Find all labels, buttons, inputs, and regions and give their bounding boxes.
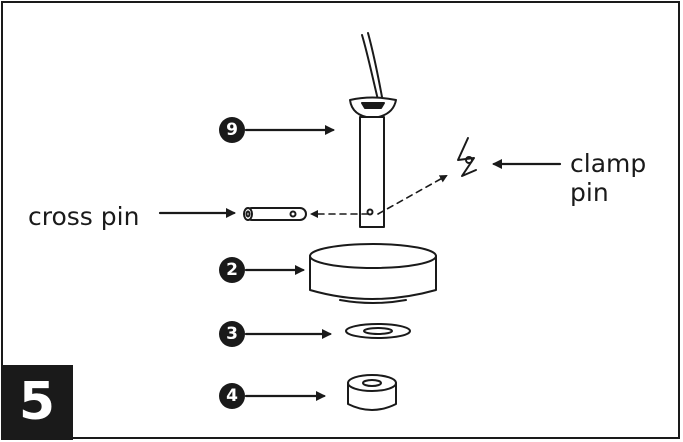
callout-badge-3: 3 [219, 321, 245, 347]
callout-badge-4: 4 [219, 383, 245, 409]
callout-arrows [158, 125, 562, 401]
callout-badge-2: 2 [219, 257, 245, 283]
downrod-part-9 [349, 96, 397, 228]
step-number-badge: 5 [1, 365, 73, 440]
clamp-pin-label: clamp pin [570, 149, 647, 208]
cross-pin-part [243, 207, 307, 221]
housing-part-2 [309, 243, 437, 304]
clamp-pin-label-line1: clamp [570, 149, 647, 178]
cross-pin-label: cross pin [28, 202, 140, 231]
assembly-guide-lines [310, 175, 448, 218]
washer-part-3 [345, 323, 411, 339]
bushing-part-4 [347, 374, 397, 411]
clamp-pin-label-line2: pin [570, 177, 609, 207]
clamp-pin-part [457, 137, 477, 177]
callout-badge-9: 9 [219, 117, 245, 143]
